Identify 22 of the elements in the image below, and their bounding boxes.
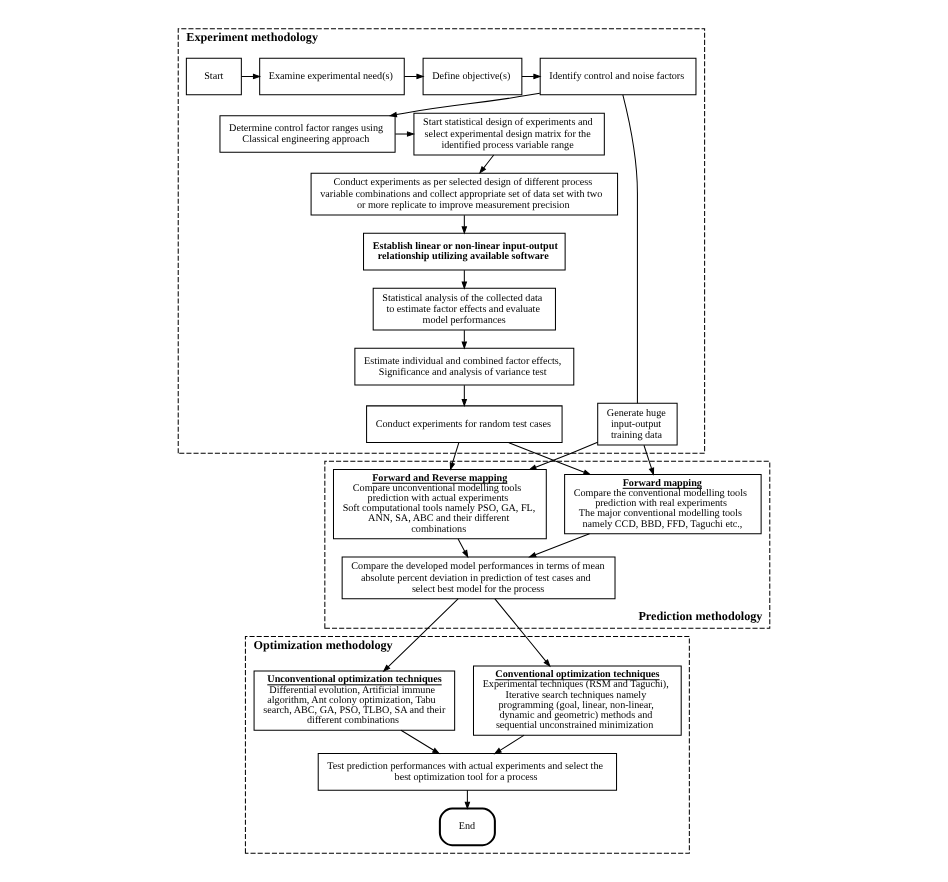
arrow [457,538,469,559]
arrow [403,73,425,80]
arrow [521,73,542,80]
arrow [464,789,471,810]
arrow [643,444,655,476]
arrow [479,154,495,175]
arrow [461,329,468,350]
arrow [400,729,441,755]
arrow [528,533,590,558]
arrow [388,92,541,118]
arrow [493,734,525,755]
arrow [394,131,416,137]
arrow [241,73,262,80]
arrow [382,598,459,673]
arrow [461,269,468,290]
connector [622,94,638,404]
arrow [461,384,468,408]
arrow [528,441,599,471]
arrow [449,442,460,471]
arrow [508,442,592,476]
arrow [494,598,551,668]
arrow [461,214,468,235]
